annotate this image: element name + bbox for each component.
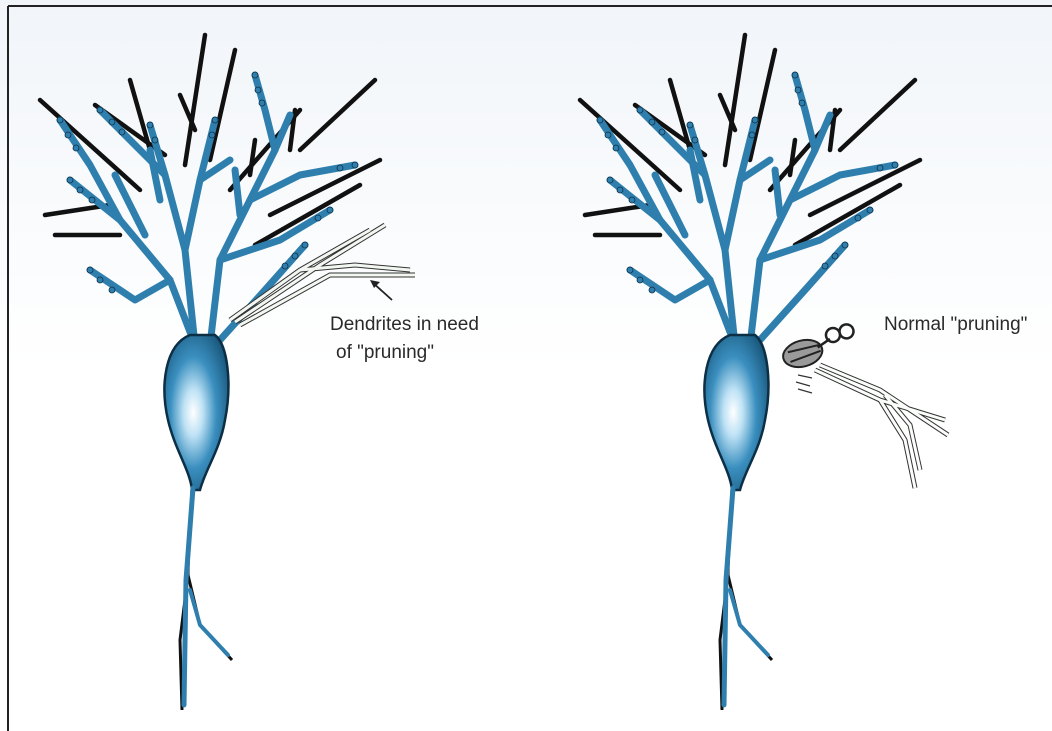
right-panel-label: Normal "pruning" bbox=[884, 314, 1027, 335]
